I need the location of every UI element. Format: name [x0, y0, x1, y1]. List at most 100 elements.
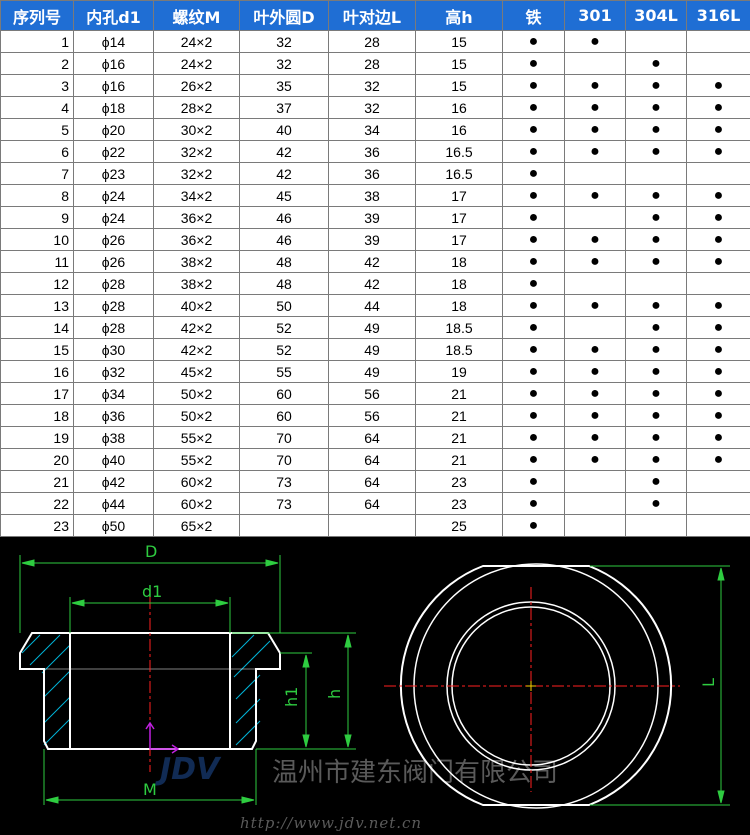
label-h: h	[325, 689, 344, 699]
cell-height: 17	[416, 207, 503, 229]
cell-316l: ●	[687, 251, 750, 273]
cell-thread: 65×2	[154, 515, 240, 537]
cell-316l	[687, 515, 750, 537]
cell-301: ●	[565, 383, 626, 405]
cell-across-flats: 56	[329, 405, 416, 427]
cell-304l: ●	[626, 75, 687, 97]
cell-inner-bore: ϕ26	[74, 229, 154, 251]
cell-301	[565, 163, 626, 185]
cell-height: 21	[416, 427, 503, 449]
cell-316l: ●	[687, 339, 750, 361]
cell-serial: 1	[1, 31, 74, 53]
cell-across-flats: 64	[329, 449, 416, 471]
cell-304l	[626, 163, 687, 185]
cell-height: 17	[416, 185, 503, 207]
cell-304l: ●	[626, 251, 687, 273]
label-d1: d1	[142, 582, 162, 601]
cell-301	[565, 493, 626, 515]
cell-301: ●	[565, 119, 626, 141]
cell-serial: 17	[1, 383, 74, 405]
cell-iron: ●	[503, 31, 565, 53]
cell-316l: ●	[687, 405, 750, 427]
cell-across-flats: 39	[329, 207, 416, 229]
cell-serial: 21	[1, 471, 74, 493]
cell-across-flats: 49	[329, 339, 416, 361]
header-316l: 316L	[687, 1, 750, 31]
header-thread: 螺纹M	[154, 1, 240, 31]
cell-inner-bore: ϕ28	[74, 273, 154, 295]
watermark-url: http://www.jdv.net.cn	[240, 814, 422, 832]
cell-across-flats: 64	[329, 427, 416, 449]
header-serial: 序列号	[1, 1, 74, 31]
cell-height: 16	[416, 119, 503, 141]
cell-outer-diameter: 35	[240, 75, 329, 97]
cell-serial: 9	[1, 207, 74, 229]
cell-iron: ●	[503, 383, 565, 405]
cell-301	[565, 273, 626, 295]
cell-iron: ●	[503, 163, 565, 185]
cell-serial: 14	[1, 317, 74, 339]
cell-inner-bore: ϕ38	[74, 427, 154, 449]
cell-inner-bore: ϕ42	[74, 471, 154, 493]
cell-height: 16.5	[416, 163, 503, 185]
spec-table: 序列号 内孔d1 螺纹M 叶外圆D 叶对边L 高h 铁 301 304L 316…	[0, 0, 750, 537]
cell-inner-bore: ϕ34	[74, 383, 154, 405]
cell-thread: 60×2	[154, 493, 240, 515]
cell-serial: 10	[1, 229, 74, 251]
cell-301: ●	[565, 251, 626, 273]
cell-304l: ●	[626, 97, 687, 119]
cell-iron: ●	[503, 361, 565, 383]
cell-316l: ●	[687, 185, 750, 207]
cell-serial: 15	[1, 339, 74, 361]
cell-316l: ●	[687, 119, 750, 141]
cell-across-flats: 32	[329, 97, 416, 119]
cell-serial: 13	[1, 295, 74, 317]
cell-height: 18	[416, 273, 503, 295]
label-M: M	[143, 780, 157, 799]
cell-301: ●	[565, 449, 626, 471]
cell-iron: ●	[503, 273, 565, 295]
cell-304l: ●	[626, 229, 687, 251]
cell-thread: 38×2	[154, 251, 240, 273]
cell-serial: 12	[1, 273, 74, 295]
cell-height: 18.5	[416, 317, 503, 339]
cell-thread: 24×2	[154, 31, 240, 53]
cell-inner-bore: ϕ30	[74, 339, 154, 361]
cell-iron: ●	[503, 207, 565, 229]
cell-outer-diameter: 52	[240, 339, 329, 361]
cell-iron: ●	[503, 75, 565, 97]
cell-thread: 40×2	[154, 295, 240, 317]
cell-301: ●	[565, 185, 626, 207]
cell-316l: ●	[687, 75, 750, 97]
cell-304l: ●	[626, 207, 687, 229]
cell-304l: ●	[626, 449, 687, 471]
cell-serial: 22	[1, 493, 74, 515]
cell-iron: ●	[503, 251, 565, 273]
label-h1: h1	[282, 687, 301, 707]
cell-inner-bore: ϕ20	[74, 119, 154, 141]
cell-iron: ●	[503, 317, 565, 339]
cell-across-flats: 56	[329, 383, 416, 405]
cell-316l	[687, 163, 750, 185]
table-header-row: 序列号 内孔d1 螺纹M 叶外圆D 叶对边L 高h 铁 301 304L 316…	[1, 1, 750, 31]
cell-316l: ●	[687, 317, 750, 339]
cell-across-flats: 44	[329, 295, 416, 317]
cell-304l: ●	[626, 53, 687, 75]
cell-inner-bore: ϕ16	[74, 75, 154, 97]
technical-drawing: JDV 温州市建东阀门有限公司 http://www.jdv.net.cn	[0, 537, 750, 835]
cell-316l: ●	[687, 207, 750, 229]
cell-height: 23	[416, 471, 503, 493]
